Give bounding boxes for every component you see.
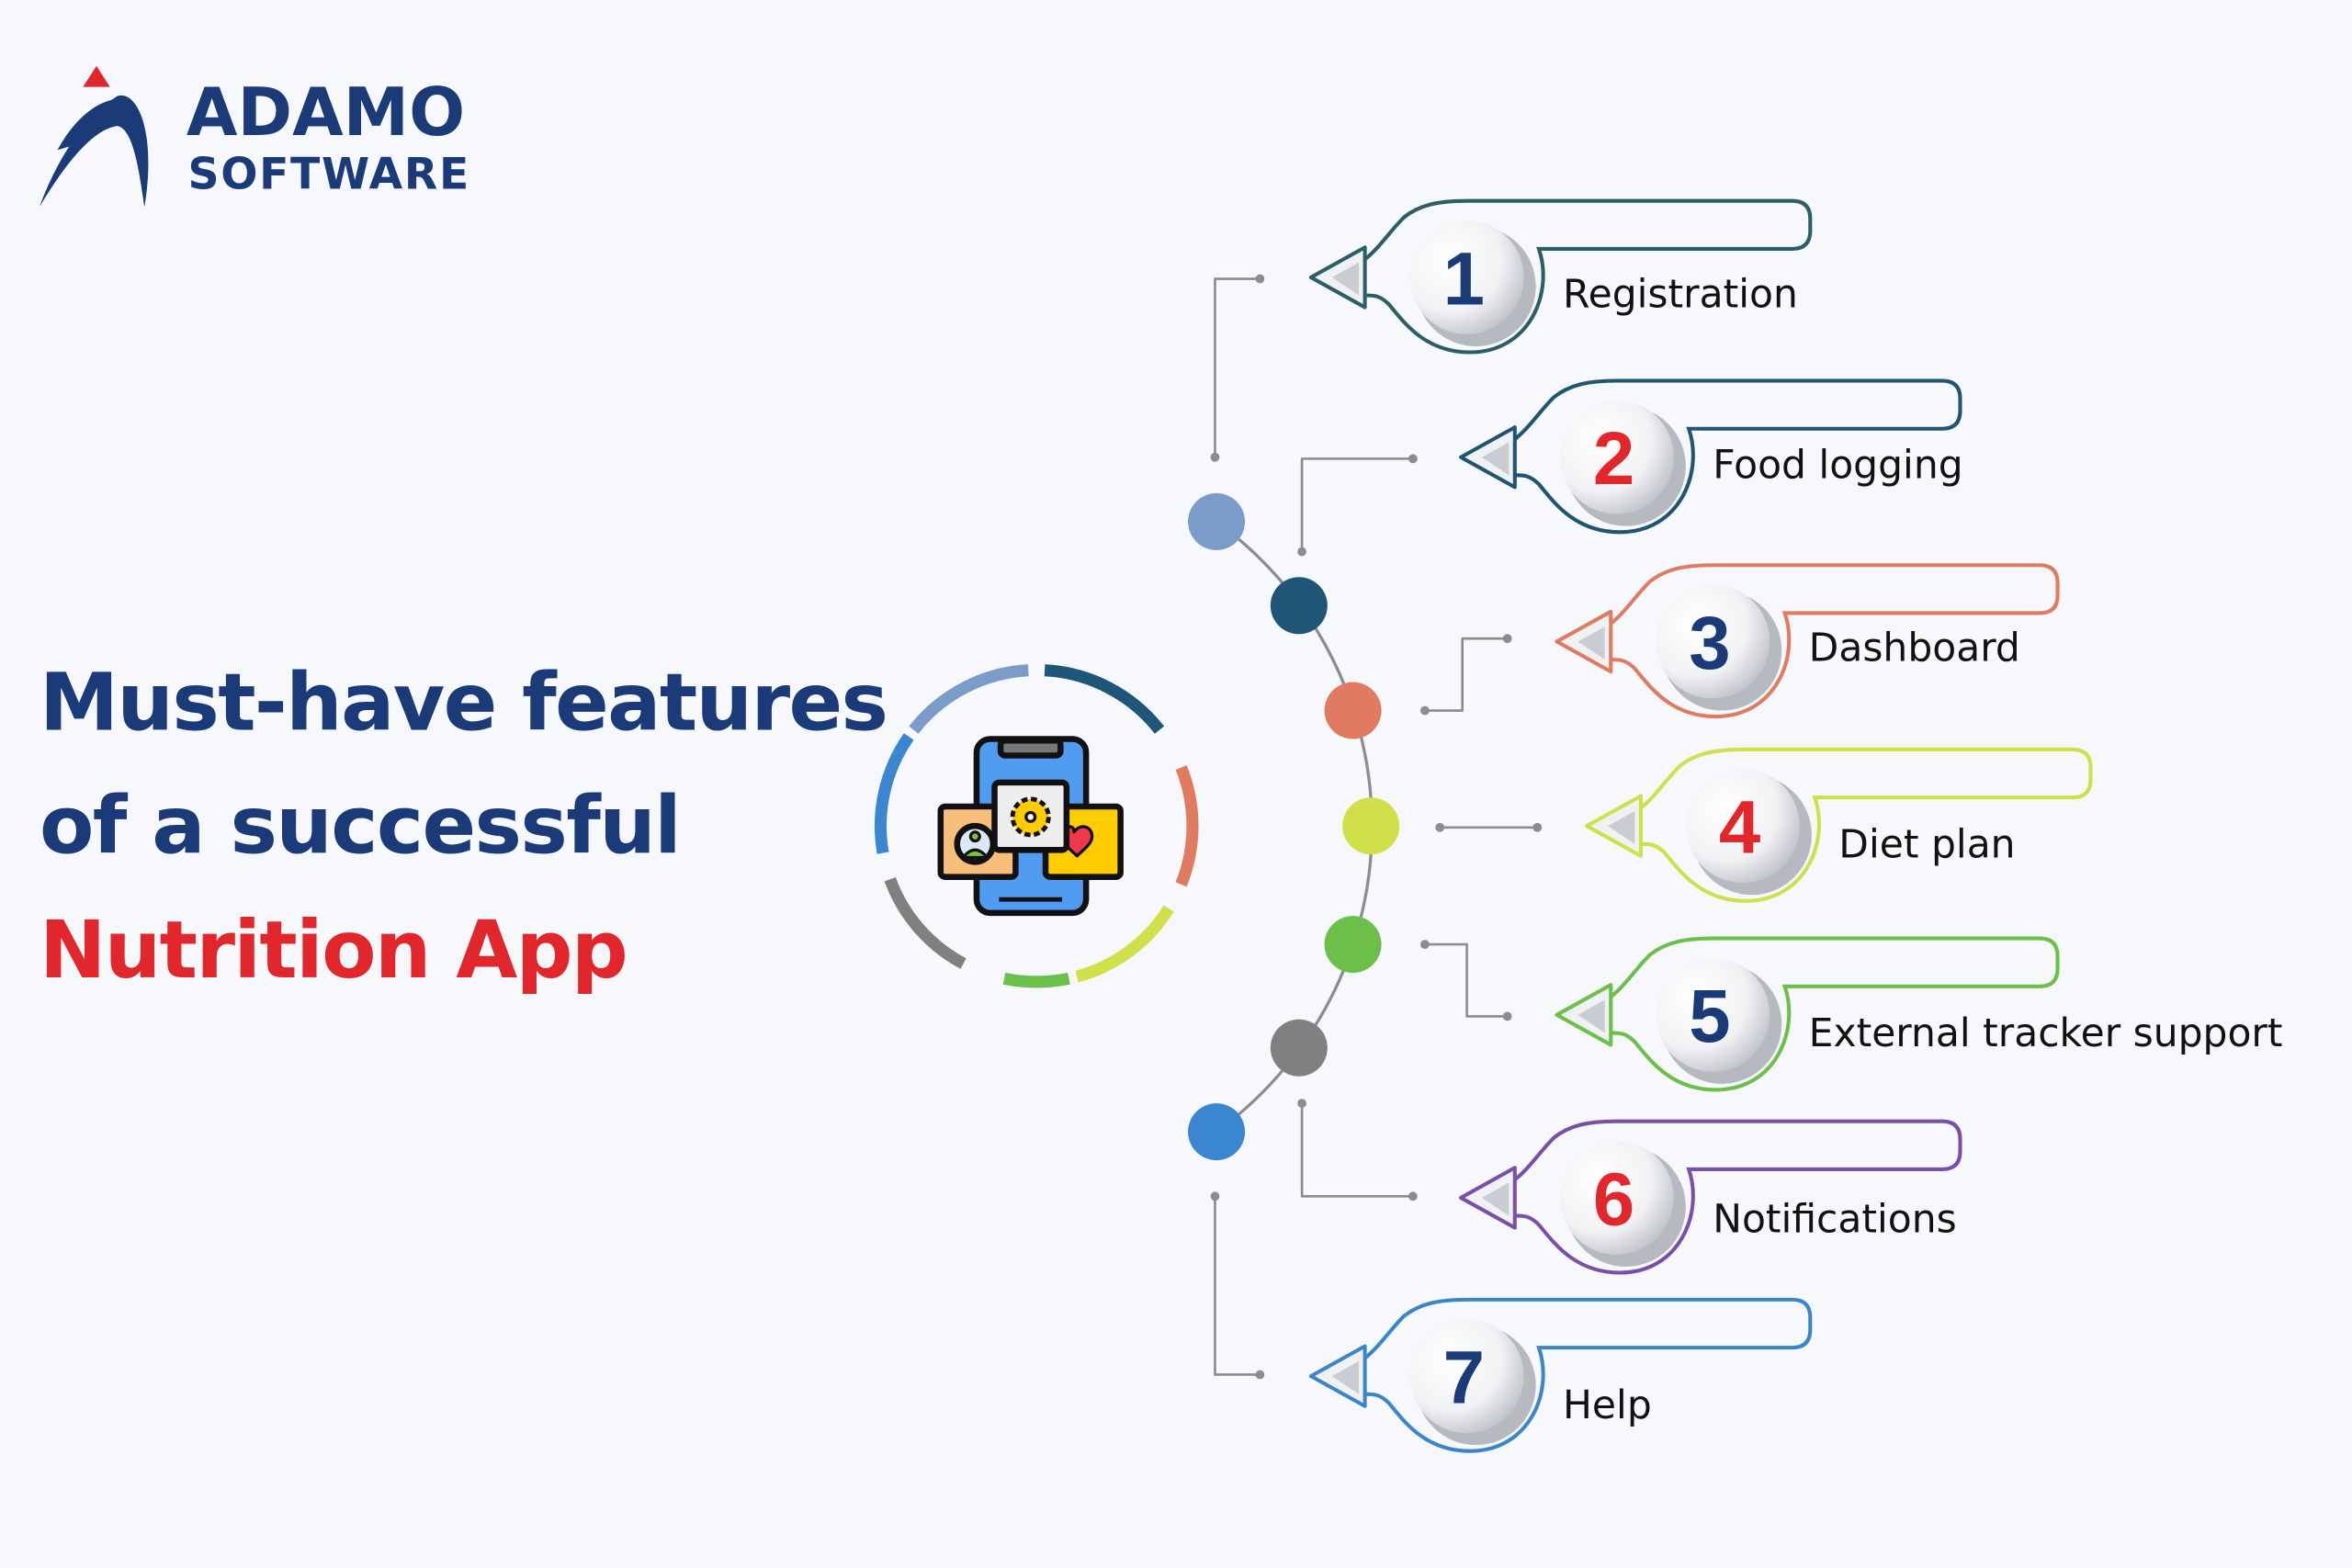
feature-number: 2: [1593, 417, 1634, 501]
feature-label: Registration: [1563, 273, 1798, 318]
connector-line-6: [1300, 1103, 1413, 1198]
connector-end-dot: [1435, 822, 1445, 832]
arrow-shade: [1577, 626, 1605, 660]
logo-line1: ADAMO: [187, 73, 465, 151]
logo-triangle-icon: [83, 65, 110, 87]
number-badge: [1656, 584, 1770, 699]
number-badge: [1559, 1140, 1674, 1255]
number-badge: [1656, 957, 1770, 1072]
connector-end-dot: [1297, 547, 1306, 557]
feature-item-6: 6 Notifications: [1459, 1119, 1962, 1275]
feature-number: 4: [1719, 786, 1760, 870]
callout-outline: [1363, 1297, 1813, 1453]
feature-label: Food logging: [1713, 444, 1962, 489]
feature-label: External tracker support: [1809, 1011, 2283, 1056]
connector-end-dot: [1408, 454, 1418, 464]
ring-segment: [909, 664, 1029, 734]
connector-end-dot: [1502, 1011, 1512, 1021]
callout-outline: [1609, 936, 2060, 1092]
ring-segment: [884, 876, 967, 969]
callout-outline: [1363, 198, 1813, 355]
logo-swoosh-icon: [39, 95, 149, 208]
feature-item-4: 4 Diet plan: [1585, 747, 2093, 903]
connector-end-dot: [1502, 634, 1512, 644]
number-badge: [1559, 400, 1674, 514]
arrow-shade: [1481, 442, 1510, 476]
ring-segment: [1175, 765, 1199, 887]
spine-dot-1: [1188, 492, 1246, 550]
arrow-shade: [1577, 999, 1605, 1033]
title-line3: Nutrition App: [40, 905, 627, 997]
feature-number: 3: [1689, 602, 1730, 685]
feature-item-1: 1 Registration: [1308, 198, 1813, 355]
number-badge: [1409, 1319, 1524, 1434]
connector-end-dot: [1255, 1370, 1265, 1380]
feature-item-3: 3 Dashboard: [1555, 563, 2060, 719]
spine-dot-7: [1188, 1103, 1246, 1161]
phone-settings-icon: [937, 736, 1124, 917]
connector-line-2: [1300, 457, 1413, 552]
adamo-logo: ADAMO SOFTWARE: [39, 65, 470, 208]
spine-dot-2: [1270, 577, 1328, 635]
connector-end-dot: [1408, 1191, 1418, 1201]
feature-label: Help: [1563, 1383, 1652, 1428]
spine-dot-4: [1342, 797, 1400, 855]
feature-number: 1: [1443, 237, 1485, 321]
ring-segment: [1002, 972, 1070, 988]
feature-label: Notifications: [1713, 1197, 1957, 1242]
logo-swoosh-inner-icon: [57, 98, 121, 151]
callout-outline: [1639, 747, 2093, 903]
feature-number: 5: [1689, 975, 1730, 1058]
connector-end-dot: [1420, 940, 1430, 950]
connector-end-dot: [1255, 274, 1265, 284]
arrow-shade: [1481, 1182, 1510, 1216]
title-line2: of a successful: [40, 781, 680, 873]
feature-ring: [874, 664, 1199, 988]
logo-line2: SOFTWARE: [188, 150, 470, 200]
feature-label: Dashboard: [1809, 626, 2020, 671]
spine-dot-5: [1324, 916, 1382, 974]
callout-outline: [1513, 1119, 1962, 1275]
ring-segment: [874, 733, 914, 854]
connector-end-dot: [1297, 1099, 1306, 1108]
feature-number: 6: [1593, 1157, 1634, 1241]
ring-segment: [1075, 905, 1174, 983]
connector-end-dot: [1210, 1191, 1220, 1201]
ring-segment: [1044, 664, 1165, 734]
connector-line-1: [1214, 277, 1261, 457]
arrow-shade: [1607, 810, 1635, 844]
arrow-shade: [1331, 1360, 1360, 1394]
connector-line-3: [1424, 637, 1508, 712]
feature-number: 7: [1443, 1336, 1485, 1419]
feature-item-5: 5 External tracker support: [1555, 936, 2283, 1092]
feature-item-2: 2 Food logging: [1459, 378, 1963, 535]
connector-end-dot: [1210, 452, 1220, 462]
connector-line-7: [1214, 1196, 1261, 1376]
connectors: [1210, 274, 1543, 1380]
number-badge: [1685, 769, 1800, 884]
connector-end-dot: [1532, 822, 1543, 832]
number-badge: [1409, 220, 1524, 334]
connector-line-5: [1424, 942, 1508, 1018]
callout-outline: [1513, 378, 1962, 535]
spine-dots: [1188, 492, 1400, 1161]
feature-label: Diet plan: [1838, 822, 2015, 867]
arrow-shade: [1331, 262, 1360, 296]
spine-dot-6: [1270, 1019, 1328, 1077]
title-line1: Must-have features: [40, 658, 887, 750]
callout-outline: [1609, 563, 2060, 719]
connector-end-dot: [1420, 705, 1430, 716]
feature-list: 1 Registration 2 Food logging 3 Dashboard 4 Die…: [1308, 198, 2283, 1453]
spine-dot-3: [1324, 682, 1382, 739]
